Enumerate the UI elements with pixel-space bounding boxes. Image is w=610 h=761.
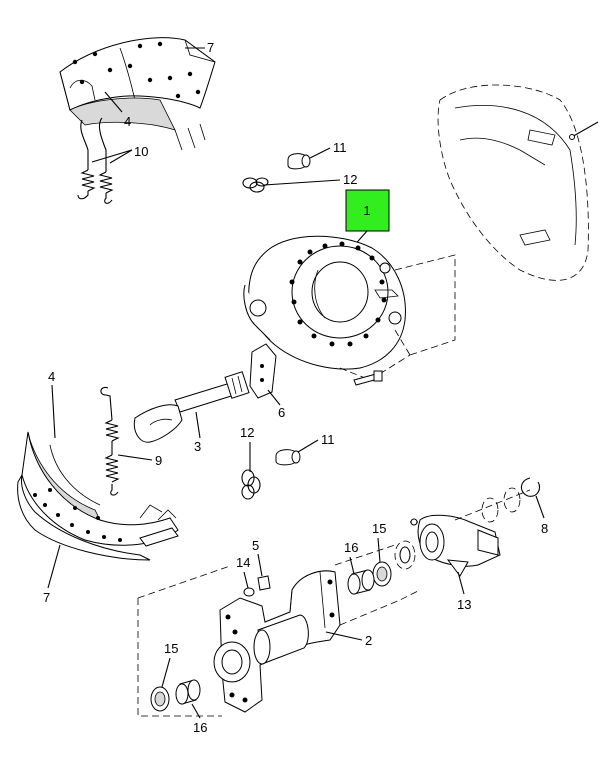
seal-rings-top[interactable] <box>242 177 269 193</box>
callout-4-left: 4 <box>48 369 55 384</box>
camshaft[interactable] <box>133 371 250 443</box>
callout-15-right: 15 <box>372 521 386 536</box>
camshaft-bracket[interactable] <box>213 570 341 713</box>
washers[interactable] <box>394 487 521 570</box>
callout-14: 14 <box>236 555 250 570</box>
slack-adjuster[interactable] <box>410 489 531 577</box>
callout-15-left: 15 <box>164 641 178 656</box>
callout-12-mid: 12 <box>240 425 254 440</box>
callout-7-top: 7 <box>207 40 214 55</box>
callout-9: 9 <box>155 453 162 468</box>
brake-spider[interactable] <box>243 235 406 370</box>
seal-right[interactable] <box>372 561 392 587</box>
callout-3: 3 <box>194 439 201 454</box>
highlighted-part-marker[interactable] <box>345 189 390 232</box>
snap-ring[interactable] <box>520 477 541 497</box>
callout-11-mid: 11 <box>321 432 335 447</box>
seal-rings-mid[interactable] <box>241 469 261 500</box>
spider-bolt[interactable] <box>353 370 383 386</box>
seal-left[interactable] <box>150 686 170 712</box>
callout-16-left: 16 <box>193 720 207 735</box>
anchor-plate[interactable] <box>249 343 277 399</box>
callout-8: 8 <box>541 521 548 536</box>
plug-top[interactable] <box>287 153 311 170</box>
callout-4-top: 4 <box>124 114 131 129</box>
callout-11-top: 11 <box>333 140 347 155</box>
callout-6: 6 <box>278 405 285 420</box>
callout-12-top: 12 <box>343 172 357 187</box>
callout-10: 10 <box>134 144 148 159</box>
callout-13: 13 <box>457 597 471 612</box>
brake-shoe-lining-top[interactable] <box>59 37 216 151</box>
return-springs[interactable] <box>77 117 114 204</box>
plug-mid[interactable] <box>275 449 301 466</box>
bushing-left[interactable] <box>175 679 201 705</box>
spring-9[interactable] <box>100 386 120 496</box>
callout-5: 5 <box>252 538 259 553</box>
washer-14[interactable] <box>243 587 255 597</box>
callout-2: 2 <box>365 633 372 648</box>
callout-1: 1 <box>363 203 370 218</box>
bushing-right[interactable] <box>347 569 375 595</box>
callout-16-right: 16 <box>344 540 358 555</box>
bolt-5[interactable] <box>257 575 271 591</box>
callout-7-bottom: 7 <box>43 590 50 605</box>
dust-shield[interactable] <box>437 84 599 281</box>
brake-shoe-lining-bottom[interactable] <box>17 431 179 561</box>
